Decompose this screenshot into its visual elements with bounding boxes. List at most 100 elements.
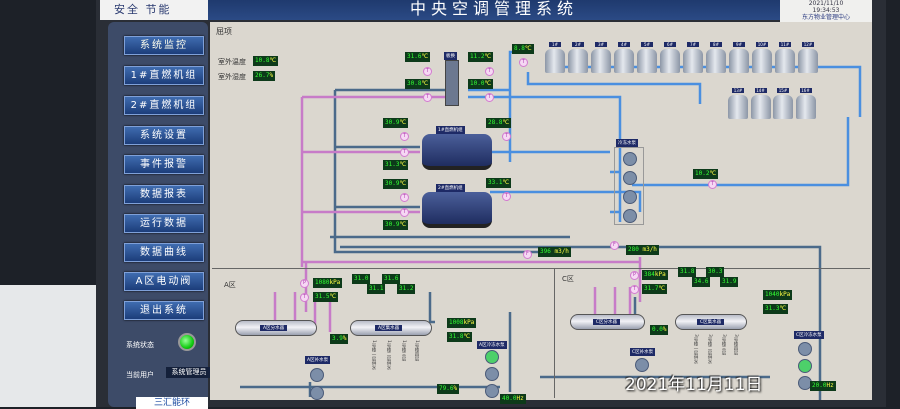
flow-1: 396 m3/h: [538, 247, 571, 257]
pump-running-icon[interactable]: [798, 359, 812, 373]
photo-date-stamp: 2021年11月11日: [625, 375, 763, 395]
cooling-tower-number: 9#: [733, 42, 745, 47]
temp-sensor-icon: T: [502, 132, 511, 141]
pump-icon[interactable]: [623, 209, 637, 223]
pump-icon[interactable]: [310, 368, 324, 382]
zone-a-distributor: A区分水器: [235, 320, 317, 336]
pressure-sensor-icon: P: [630, 271, 639, 280]
zone-a-valve-2: 79.6%: [437, 384, 460, 394]
temp-sensor-icon: T: [400, 148, 409, 157]
zone-a-pressure-1: 1080kPa: [313, 278, 343, 288]
nav-data-curve[interactable]: 数据曲线: [124, 243, 204, 262]
outdoor-temp-label: 室外温度: [218, 58, 246, 66]
cooling-tower[interactable]: [773, 95, 793, 119]
cooling-tower[interactable]: [798, 49, 818, 73]
cooling-tower[interactable]: [729, 49, 749, 73]
chiller-2-in-temp: 30.9℃: [383, 179, 409, 189]
cooling-tower[interactable]: [683, 49, 703, 73]
pump-icon[interactable]: [635, 358, 649, 372]
plate-exchanger-label: 板换: [444, 52, 457, 60]
cooling-tower[interactable]: [706, 49, 726, 73]
pump-icon[interactable]: [623, 190, 637, 204]
cooling-tower[interactable]: [591, 49, 611, 73]
branch-label: 3号楼三层: [721, 334, 726, 355]
sidebar: 系统监控 1#直燃机组 2#直燃机组 系统设置 事件报警 数据报表 运行数据 数…: [108, 22, 212, 409]
nav-run-data[interactable]: 运行数据: [124, 214, 204, 233]
nav-exit-system[interactable]: 退出系统: [124, 301, 204, 320]
cooling-tower-number: 11#: [779, 42, 791, 47]
cooling-tower[interactable]: [795, 95, 816, 119]
nav-system-settings[interactable]: 系统设置: [124, 126, 204, 145]
nav-chiller-1[interactable]: 1#直燃机组: [124, 66, 204, 85]
branch-label: 1号楼四层: [414, 340, 419, 361]
process-diagram: 屈项 室外温度 10.8℃ 室外湿度 26.7% 板换 31.6℃ 11.2℃ …: [210, 22, 872, 404]
nav-data-report[interactable]: 数据报表: [124, 185, 204, 204]
chiller-2[interactable]: [422, 192, 492, 228]
cooling-tower[interactable]: [728, 95, 748, 119]
chilled-pump-group: [614, 147, 644, 225]
nav-system-monitor[interactable]: 系统监控: [124, 36, 204, 55]
company-logo: 三汇能环: [136, 397, 208, 409]
status-label: 系统状态: [126, 341, 154, 349]
supply-temp: 10.2℃: [693, 169, 719, 179]
zone-a-pump-label: A区冷冻水泵: [477, 341, 507, 349]
cooling-tower[interactable]: [750, 95, 771, 119]
outdoor-humidity-label: 室外湿度: [218, 73, 246, 81]
pump-running-icon[interactable]: [485, 350, 499, 364]
cooling-tower[interactable]: [637, 49, 657, 73]
zone-a-frequency: 40.0Hz: [500, 394, 526, 404]
temp-sensor-icon: T: [300, 293, 309, 302]
cooling-tower[interactable]: [775, 49, 795, 73]
date: 2021/11/10: [808, 0, 844, 7]
zone-c-temp-1: 31.7℃: [642, 284, 668, 294]
flow-sensor-icon: F: [523, 250, 532, 259]
pump-icon[interactable]: [485, 367, 499, 381]
nav-event-alarm[interactable]: 事件报警: [124, 155, 204, 174]
section-title: 屈项: [216, 27, 232, 36]
zone-c-branch-temp: 30.3: [706, 267, 725, 277]
cooling-tower[interactable]: [545, 49, 565, 73]
pump-icon[interactable]: [485, 384, 499, 398]
pump-icon[interactable]: [623, 171, 637, 185]
cooling-tower[interactable]: [660, 49, 680, 73]
cooling-tower-number: 2#: [572, 42, 584, 47]
pump-icon[interactable]: [623, 152, 637, 166]
pump-icon[interactable]: [310, 386, 324, 400]
chiller-1-bottom-temp: 31.3℃: [383, 160, 409, 170]
cooling-tower-number: 5#: [641, 42, 653, 47]
zone-c-valve-1: 0.0%: [650, 325, 669, 335]
zone-a-makeup-label: A区补水泵: [305, 356, 331, 364]
cooling-tower[interactable]: [568, 49, 588, 73]
nav-a-zone-valve[interactable]: A区电动阀: [124, 272, 204, 291]
cooling-tower[interactable]: [614, 49, 634, 73]
chiller-1[interactable]: [422, 134, 492, 170]
pump-icon[interactable]: [798, 342, 812, 356]
current-user: 系统管理员: [166, 367, 212, 378]
zone-c-collector: C区集水器: [675, 314, 747, 330]
temp-sensor-icon: T: [630, 285, 639, 294]
zone-c-pressure-1: 384kPa: [642, 270, 668, 280]
zone-c-pressure-2: 1040kPa: [763, 290, 793, 300]
zone-c-distributor: C区分水器: [570, 314, 645, 330]
cooling-tower-number: 6#: [664, 42, 676, 47]
nav-chiller-2[interactable]: 2#直燃机组: [124, 96, 204, 115]
cooling-tower-number: 4#: [618, 42, 630, 47]
time: 19:34:53: [812, 7, 840, 14]
chiller-1-label: 1#直燃机组: [436, 126, 465, 134]
zone-c-temp-2: 31.3℃: [763, 304, 789, 314]
temp-sensor-icon: T: [400, 193, 409, 202]
zone-a-branch-temp: 31.2: [397, 284, 416, 294]
plate-exchanger: [445, 60, 459, 106]
chiller-2-out-temp: 33.1℃: [486, 178, 512, 188]
plate-cold-in: 10.0℃: [468, 79, 494, 89]
zone-a-label: A区: [224, 281, 236, 289]
branch-label: 3号楼二层供水: [707, 334, 712, 364]
zone-a-branch-temp: 31.6: [382, 274, 401, 284]
chilled-pump-label: 冷冻水泵: [616, 139, 638, 147]
cooling-tower-number: 15#: [777, 88, 789, 93]
temp-sensor-icon: T: [502, 192, 511, 201]
flow-2: 280 m3/h: [626, 245, 659, 255]
cooling-tower[interactable]: [752, 49, 772, 73]
cooling-tower-number: 14#: [754, 88, 767, 93]
clock: 2021/11/10 19:34:53 东方物业管理中心: [780, 0, 872, 22]
